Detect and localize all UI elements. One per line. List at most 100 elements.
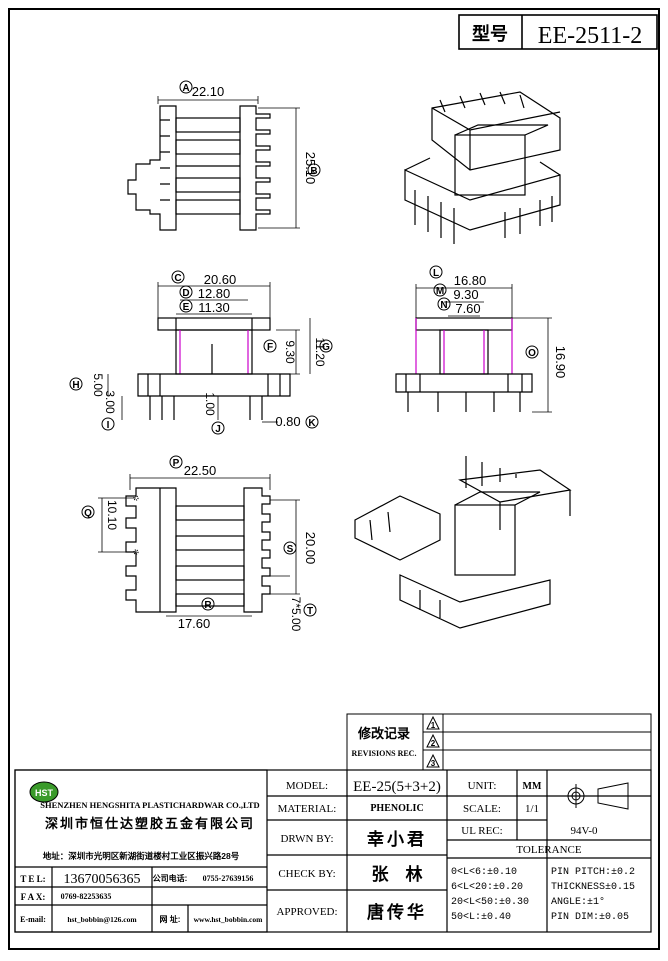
dim-value-e: 11.30 <box>198 300 230 315</box>
front-view <box>137 317 291 420</box>
sheet-border <box>8 8 660 950</box>
spec-row-3: ANGLE:±1° <box>551 896 605 908</box>
dim-bubble <box>525 345 539 359</box>
dim-bubble <box>263 339 277 353</box>
dim-bubble <box>307 163 321 177</box>
dim-bubble <box>101 417 115 431</box>
bottom-view-dims <box>98 474 300 617</box>
bottom-view <box>125 487 271 613</box>
scale-value: 1/1 <box>525 803 539 815</box>
revision-mark-3: 3 <box>431 759 436 768</box>
spec-row-2: THICKNESS±0.15 <box>551 882 635 893</box>
dim-label-b-tag: B <box>310 166 317 177</box>
dim-value-h: 5.00 <box>91 373 105 397</box>
phone-value: 0755-27639156 <box>203 874 254 883</box>
projection-symbol-icon <box>564 782 629 810</box>
dim-label-s-tag: S <box>287 544 294 555</box>
dim-label-j-tag: J <box>215 424 221 435</box>
dim-value-o: 16.90 <box>553 346 568 379</box>
material-label: MATERIAL: <box>278 803 337 815</box>
spec-row-4: PIN DIM:±0.05 <box>551 912 629 923</box>
dim-value-j: 1.00 <box>203 392 217 416</box>
revisions-table <box>346 713 652 771</box>
check-label: CHECK BY: <box>278 868 335 880</box>
dim-value-g: 11.20 <box>313 337 327 366</box>
scale-label: SCALE: <box>463 803 501 815</box>
dim-label-d-tag: D <box>182 288 189 299</box>
dim-label-o-tag: O <box>528 348 536 359</box>
fax-value: 0769-82253635 <box>61 892 112 901</box>
dim-value-q: 10.10 <box>105 500 119 530</box>
dim-value-s: 20.00 <box>303 532 318 565</box>
dim-label-r-tag: R <box>204 600 212 611</box>
dim-bubble <box>179 299 193 313</box>
dim-label-m-tag: M <box>436 286 444 297</box>
dim-label-a-tag: A <box>182 83 189 94</box>
drawn-value: 幸小君 <box>367 829 427 849</box>
dim-bubble <box>319 339 333 353</box>
top-view <box>127 105 271 231</box>
dim-value-d: 12.80 <box>198 286 231 301</box>
email-value: hst_bobbin@126.com <box>67 915 137 924</box>
dim-bubble <box>211 421 225 435</box>
dim-bubble <box>169 455 183 469</box>
tolerance-label: TOLERANCE <box>516 844 581 856</box>
revisions-title-en: REVISIONS REC. <box>352 749 417 758</box>
ul-value: 94V-0 <box>570 825 598 837</box>
dim-label-t-tag: T <box>307 606 313 617</box>
side-view <box>395 317 533 412</box>
logo-text: HST <box>35 788 54 798</box>
dim-bubble <box>81 505 95 519</box>
revisions-title-cn: 修改记录 <box>357 726 410 741</box>
fax-label: F A X: <box>21 892 46 902</box>
dim-bubble <box>179 285 193 299</box>
model-tag: 型号 EE-2511-2 <box>458 14 658 50</box>
dim-value-k: 0.80 <box>275 414 300 429</box>
tel-label: T E L: <box>20 874 45 884</box>
dim-bubble <box>69 377 83 391</box>
dim-label-n-tag: N <box>440 300 447 311</box>
dim-bubble <box>303 603 317 617</box>
tolerance-row-2: 6<L<20:±0.20 <box>451 882 523 893</box>
tolerance-row-3: 20<L<50:±0.30 <box>451 897 529 908</box>
dim-value-l: 16.80 <box>454 273 487 288</box>
web-value: www.hst_bobbin.com <box>194 915 264 924</box>
unit-value: MM <box>523 781 542 792</box>
email-label: E-mail: <box>20 915 46 924</box>
phone-label: 公司电话: <box>153 873 188 883</box>
tel-value: 13670056365 <box>64 872 141 887</box>
dim-value-t: 7*5.00 <box>289 597 303 632</box>
iso-view-bottom <box>354 456 572 629</box>
dim-bubble <box>179 80 193 94</box>
company-name-en: SHENZHEN HENGSHITA PLASTICHARDWAR CO.,LT… <box>40 800 259 810</box>
dim-value-a: 22.10 <box>192 84 225 99</box>
top-view-dims <box>157 96 300 229</box>
dim-value-i: 3.00 <box>103 390 117 414</box>
dim-label-k-tag: K <box>308 418 316 429</box>
dim-bubble <box>305 415 319 429</box>
material-value: PHENOLIC <box>370 803 423 814</box>
dim-label-l-tag: L <box>433 268 439 279</box>
dim-value-c: 20.60 <box>204 272 237 287</box>
dim-label-e-tag: E <box>183 302 190 313</box>
model-tag-value: EE-2511-2 <box>538 23 642 49</box>
dim-label-c-tag: C <box>174 273 181 284</box>
approved-value: 唐传华 <box>367 902 427 922</box>
dim-value-n: 7.60 <box>455 301 480 316</box>
check-value: 张 林 <box>372 864 423 884</box>
side-view-dims <box>415 284 552 413</box>
dim-value-r: 17.60 <box>178 616 211 631</box>
dim-value-f: 9.30 <box>283 340 297 364</box>
spec-row-1: PIN PITCH:±0.2 <box>551 867 635 878</box>
dim-bubble <box>429 265 443 279</box>
tolerance-row-4: 50<L:±0.40 <box>451 912 511 923</box>
tolerance-row-1: 0<L<6:±0.10 <box>451 867 517 878</box>
dim-label-g-tag: G <box>322 342 330 353</box>
unit-label: UNIT: <box>468 780 497 792</box>
drawn-label: DRWN BY: <box>280 833 333 845</box>
dim-bubble <box>171 270 185 284</box>
front-view-dims <box>107 282 311 423</box>
dim-bubble <box>283 541 297 555</box>
dim-bubble <box>433 283 447 297</box>
